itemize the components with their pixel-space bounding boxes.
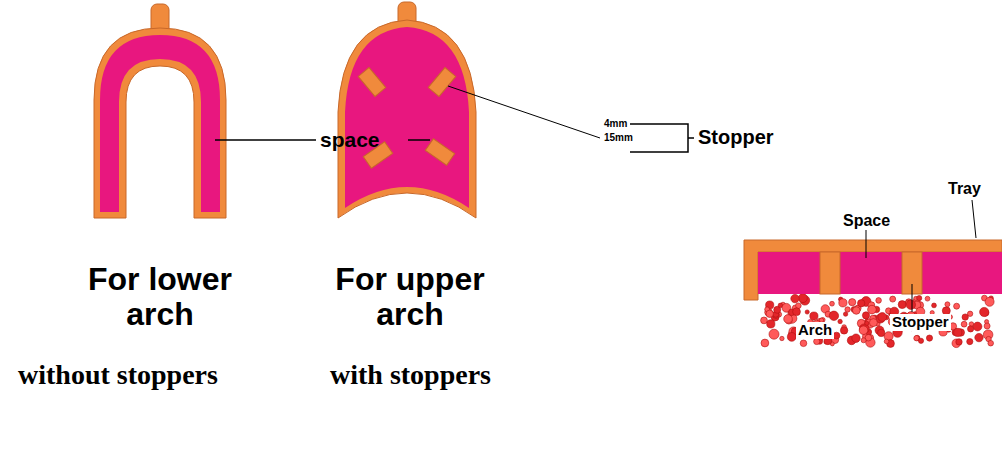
arch-dot <box>906 300 915 309</box>
arch-dot <box>985 297 994 306</box>
arch-dot <box>805 310 809 314</box>
leader-line <box>448 86 600 138</box>
arch-dot <box>918 338 923 343</box>
arch-dot <box>967 339 973 345</box>
tray-space <box>100 35 220 212</box>
arch-dot <box>968 326 974 332</box>
arch-dot <box>878 313 887 322</box>
arch-dot <box>858 300 865 307</box>
arch-dot <box>975 333 983 341</box>
arch-dot <box>769 329 779 339</box>
arch-dot <box>862 312 869 319</box>
dimension: 15mm <box>604 132 633 143</box>
arch-dot <box>868 305 877 314</box>
arch-dot <box>961 321 967 327</box>
arch-dot <box>761 317 768 324</box>
arch-dot <box>945 302 950 307</box>
arch-dot <box>988 340 994 346</box>
lower-tray <box>94 28 226 218</box>
arch-dot <box>926 335 932 341</box>
bracket <box>630 124 694 152</box>
arch-dot <box>780 336 784 340</box>
dimension: 4mm <box>604 118 627 129</box>
leader-line <box>215 139 316 141</box>
arch-dots <box>761 294 995 348</box>
arch-dot <box>962 314 968 320</box>
caption-heading: For upper arch <box>310 262 510 332</box>
arch-dot <box>973 322 982 331</box>
arch-dot <box>814 338 820 344</box>
arch-dot <box>876 298 882 304</box>
stopper-section <box>820 252 840 294</box>
caption-sub: with stoppers <box>330 360 491 391</box>
part-label: Stopper <box>890 314 951 331</box>
arch-dot <box>843 312 847 316</box>
arch-dot <box>798 294 807 303</box>
leader-line <box>912 284 913 312</box>
arch-dot <box>865 321 869 325</box>
arch-dot <box>980 307 989 316</box>
arch-dot <box>840 327 847 334</box>
part-label: Arch <box>796 322 834 339</box>
arch-dot <box>839 299 847 307</box>
arch-dot <box>800 340 807 347</box>
tray-section <box>744 240 1002 300</box>
arch-dot <box>898 301 906 309</box>
arch-dot <box>853 307 861 315</box>
caption-sub: without stoppers <box>18 360 218 391</box>
arch-dot <box>784 315 793 324</box>
arch-dot <box>838 319 842 323</box>
arch-dot <box>852 334 860 342</box>
arch-dot <box>830 301 835 306</box>
arch-dot <box>917 296 922 301</box>
arch-dot <box>810 312 818 320</box>
arch-dot <box>861 338 866 343</box>
arch-dot <box>791 294 799 302</box>
stopper <box>425 139 454 165</box>
leader-line <box>972 200 976 238</box>
arch-dot <box>766 310 773 317</box>
stopper <box>428 68 455 97</box>
arch-dot <box>845 307 850 312</box>
space-section <box>758 252 1002 294</box>
arch-dot <box>954 328 962 336</box>
caption-heading: For lower arch <box>60 262 260 332</box>
arch-dot <box>932 303 937 308</box>
arch-dot <box>878 329 885 336</box>
arch-dot <box>884 339 889 344</box>
arch-dot <box>956 339 962 345</box>
part-label: Space <box>843 212 890 230</box>
arch-dot <box>954 303 960 309</box>
leader-line <box>866 230 867 258</box>
part-label: Tray <box>948 180 981 198</box>
tray-space <box>345 27 469 208</box>
arch-dot <box>925 296 930 301</box>
part-label: space <box>320 128 380 151</box>
part-label: Stopper <box>698 126 774 148</box>
arch-dot <box>767 320 775 328</box>
arch-dot <box>829 311 838 320</box>
arch-dot <box>869 319 877 327</box>
arch-dot <box>890 296 896 302</box>
arch-dot <box>984 323 990 329</box>
arch-dot <box>849 299 856 306</box>
stopper <box>358 68 385 97</box>
arch-dot <box>787 333 796 342</box>
arch-dot <box>761 339 769 347</box>
arch-dot <box>793 308 801 316</box>
upper-tray <box>338 20 476 218</box>
arch-dot <box>859 326 868 335</box>
leader-line <box>408 139 430 141</box>
